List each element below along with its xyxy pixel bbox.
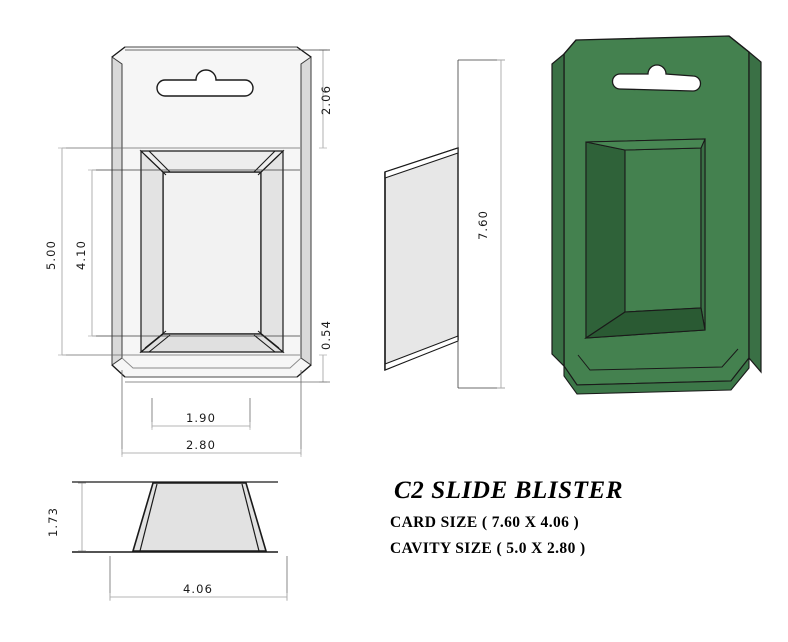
dim-label-4-10: 4.10 xyxy=(74,240,88,270)
iso-inner-flange-outline xyxy=(577,348,739,371)
front-view-dimensions xyxy=(58,49,330,457)
iso-chamfer-top-left xyxy=(563,39,577,55)
iso-cavity-wall-left xyxy=(585,141,626,340)
dim-label-5-00: 5.00 xyxy=(44,240,58,270)
front-left-flange xyxy=(111,56,123,366)
side-view xyxy=(384,147,459,372)
hang-slot-icon xyxy=(156,69,254,97)
dim-label-1-73: 1.73 xyxy=(46,507,60,537)
isometric-view xyxy=(551,35,762,395)
cavity-wall-left xyxy=(140,149,164,354)
iso-bottom-flange xyxy=(563,356,750,395)
title-block: C2 SLIDE BLISTER CARD SIZE ( 7.60 X 4.06… xyxy=(390,477,623,557)
cavity-corner-top-left xyxy=(144,150,171,176)
cavity-size-label: CAVITY SIZE ( 5.0 X 2.80 ) xyxy=(390,540,586,557)
dim-label-2-06: 2.06 xyxy=(319,85,333,115)
front-chamfer-top-left xyxy=(111,46,126,58)
dim-label-1-90: 1.90 xyxy=(186,411,216,425)
cavity-corner-top-right xyxy=(253,150,280,176)
section-wall-thickness-lines xyxy=(139,483,260,552)
side-view-dimensions xyxy=(457,59,505,389)
iso-cavity-top-lip xyxy=(585,138,706,151)
iso-cavity-back-face xyxy=(624,147,702,313)
iso-right-edge-band xyxy=(748,50,762,374)
drawing-title: C2 SLIDE BLISTER xyxy=(394,477,623,504)
iso-cavity-wall-right xyxy=(700,138,706,331)
front-bottom-fold xyxy=(121,357,302,369)
iso-chamfer-top-right xyxy=(728,35,750,53)
cavity-wall-right xyxy=(260,149,284,354)
iso-cavity-floor xyxy=(583,307,706,339)
dim-label-0-54: 0.54 xyxy=(319,320,333,350)
side-panel-face xyxy=(384,147,459,372)
section-view xyxy=(72,481,278,553)
cavity-wall-bottom xyxy=(139,333,285,353)
iso-left-edge-band xyxy=(551,52,565,368)
front-chamfer-bottom-right xyxy=(296,364,312,378)
cavity-corner-bottom-left xyxy=(144,330,171,353)
front-chamfer-top-right xyxy=(296,46,312,58)
section-view-dimensions xyxy=(78,482,288,601)
cavity-corner-bottom-right xyxy=(253,330,280,353)
card-size-label: CARD SIZE ( 7.60 X 4.06 ) xyxy=(390,514,579,531)
front-chamfer-bottom-left xyxy=(111,364,126,378)
dim-label-4-06: 4.06 xyxy=(183,582,213,596)
dim-label-2-80: 2.80 xyxy=(186,438,216,452)
iso-hang-slot-icon xyxy=(611,64,702,92)
section-cavity-profile xyxy=(131,482,268,552)
cavity-floor xyxy=(162,171,262,335)
front-right-flange xyxy=(300,56,312,366)
front-view xyxy=(111,46,312,378)
dim-label-7-60: 7.60 xyxy=(476,210,490,240)
cavity-wall-top xyxy=(139,150,285,173)
